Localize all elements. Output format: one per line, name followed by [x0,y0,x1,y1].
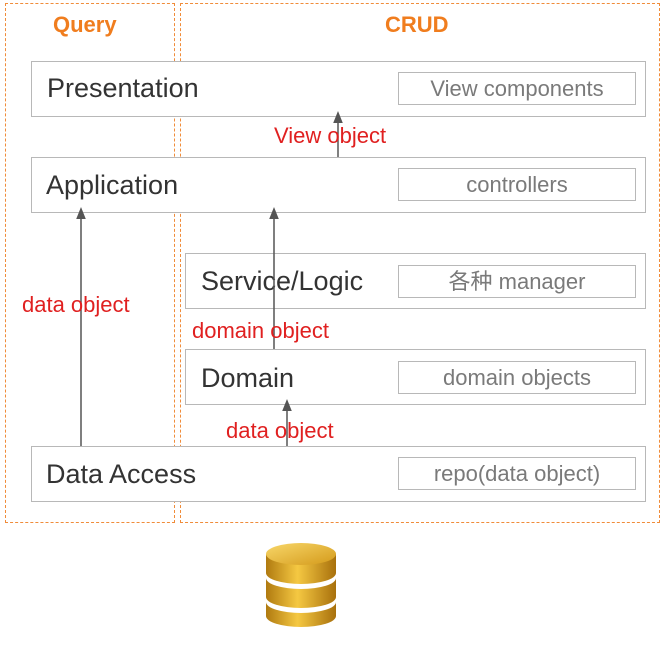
query-region-title: Query [53,12,117,37]
query-region [5,3,175,523]
crud-region-title: CRUD [385,12,449,37]
flow-label-data-object-crud: data object [226,418,334,443]
presentation-layer-label: Presentation [47,73,199,103]
presentation-component: View components [398,72,636,105]
service-logic-layer [185,253,646,309]
application-layer [31,157,646,213]
service-logic-layer-label: Service/Logic [201,266,364,296]
domain-component: domain objects [398,361,636,394]
crud-region [180,3,660,523]
domain-layer [185,349,646,405]
data-access-layer [31,446,646,502]
database-icon [266,543,336,627]
flow-label-domain-object: domain object [192,318,329,343]
domain-layer-label: Domain [201,363,295,393]
data-access-component: repo(data object) [398,457,636,490]
application-layer-label: Application [46,170,179,200]
service-logic-component: 各种 manager [398,265,636,298]
flow-label-data-object-query: data object [22,292,130,317]
data-access-layer-label: Data Access [46,459,197,489]
flow-label-view-object: View object [274,123,387,148]
application-component: controllers [398,168,636,201]
